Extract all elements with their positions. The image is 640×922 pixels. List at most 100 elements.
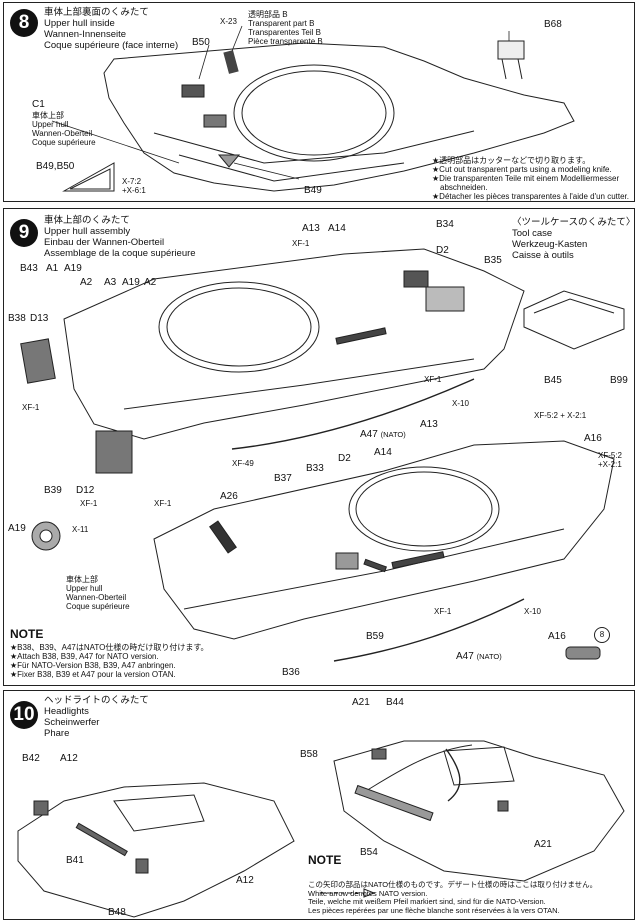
label-c1: C1 xyxy=(32,99,45,110)
step-10-title-fr: Phare xyxy=(44,728,70,739)
paint-x11: X-11 xyxy=(72,525,89,534)
toolcase-de: Werkzeug-Kasten xyxy=(512,239,588,250)
c1-de: Wannen-Oberteil xyxy=(32,129,93,138)
label-b38: B38 xyxy=(8,313,26,324)
a47b-text: A47 xyxy=(456,651,474,662)
label-a47b: A47 (NATO) xyxy=(456,651,502,662)
label-a19: A19 xyxy=(64,263,82,274)
label-d2: D2 xyxy=(436,245,449,256)
step-10-title-jp: ヘッドライトのくみたて xyxy=(44,695,149,706)
step-10-title-en: Headlights xyxy=(44,706,89,717)
label-b36: B36 xyxy=(282,667,300,678)
step-10-note-fr: Les pièces repérées par une flèche blanc… xyxy=(308,905,560,915)
label-b68: B68 xyxy=(544,19,562,30)
step-9-title-en: Upper hull assembly xyxy=(44,226,131,237)
label-b99: B99 xyxy=(610,375,628,386)
upper-hull-label: 車体上部 Upper hull Wannen-Oberteil Coque su… xyxy=(66,575,130,611)
label-a21: A21 xyxy=(352,697,370,708)
label-b42: B42 xyxy=(22,753,40,764)
transparent-part-b: 透明部品 B Transparent part B Transparentes … xyxy=(248,10,323,46)
label-a47: A47 (NATO) xyxy=(360,429,406,440)
label-d2b: D2 xyxy=(338,453,351,464)
step-ref-8-circle: 8 xyxy=(594,627,610,643)
c1-fr: Coque supérieure xyxy=(32,138,96,147)
paint-xf1-f: XF-1 xyxy=(434,607,452,616)
label-d13: D13 xyxy=(30,313,49,324)
toolcase-fr: Caisse à outils xyxy=(512,250,574,261)
label-a19b: A19 xyxy=(122,277,140,288)
step-10-note-de: Teile, welche mit weißem Pfeil markiert … xyxy=(308,897,546,906)
step-8-title-jp: 車体上部裏面のくみたて xyxy=(44,7,149,18)
label-b54: B54 xyxy=(360,847,378,858)
label-a14b: A14 xyxy=(374,447,392,458)
step-8-title-de: Wannen-Innenseite xyxy=(44,29,127,40)
label-a16b: A16 xyxy=(548,631,566,642)
upper-hull-de: Wannen-Oberteil xyxy=(66,593,127,602)
step-8-note-de-2: abschneiden. xyxy=(440,183,488,192)
step-10-note: この矢印の部品はNATO仕様のものです。デザート仕様の時はここは取り付けません。… xyxy=(308,880,598,915)
label-a26: A26 xyxy=(220,491,238,502)
step-10-title-de: Scheinwerfer xyxy=(44,717,100,728)
label-b41: B41 xyxy=(66,855,84,866)
label-a21b: A21 xyxy=(534,839,552,850)
headlights-drawing xyxy=(17,740,625,918)
step-10-note-en: White arrow denotes NATO version. xyxy=(308,888,428,898)
step-9-note-title: NOTE xyxy=(10,627,44,641)
label-b39: B39 xyxy=(44,485,62,496)
transparent-en: Transparent part B xyxy=(248,19,315,28)
label-a13: A13 xyxy=(302,223,320,234)
label-a12b: A12 xyxy=(236,875,254,886)
step-10-note-title: NOTE xyxy=(308,853,342,867)
upper-hull-jp: 車体上部 xyxy=(66,575,98,584)
paint-xf1-c: XF-1 xyxy=(424,375,442,384)
transparent-de: Transparentes Teil B xyxy=(248,28,321,37)
label-a2: A2 xyxy=(80,277,93,288)
step-8-note-jp: ★透明部品はカッターなどで切り取ります。 xyxy=(432,156,591,165)
step-8-note-en: ★Cut out transparent parts using a model… xyxy=(432,165,612,174)
paint-mix-2: +X-6:1 xyxy=(122,186,146,195)
transparent-jp: 透明部品 B xyxy=(248,10,288,19)
toolcase-en: Tool case xyxy=(512,228,553,239)
label-b35: B35 xyxy=(484,255,502,266)
c1-description: 車体上部 Upper hull Wannen-Oberteil Coque su… xyxy=(32,111,96,147)
paint-x10-b: X-10 xyxy=(524,607,541,616)
paint-x10-a: X-10 xyxy=(452,399,469,408)
label-a19c: A19 xyxy=(8,523,26,534)
label-b43: B43 xyxy=(20,263,38,274)
nato-tag-2: (NATO) xyxy=(476,652,502,661)
toolcase-title: 〈ツールケースのくみたて〉 Tool case Werkzeug-Kasten … xyxy=(512,217,634,261)
label-a2b: A2 xyxy=(144,277,157,288)
step-9-panel: 9 車体上部のくみたて Upper hull assembly Einbau d… xyxy=(3,208,635,686)
step-9-note-fr: ★Fixer B38, B39 et A47 pour la version O… xyxy=(10,670,176,679)
step-9-note-jp: ★B38、B39、A47はNATO仕様の時だけ取り付けます。 xyxy=(10,643,209,652)
step-9-note: ★B38、B39、A47はNATO仕様の時だけ取り付けます。 ★Attach B… xyxy=(10,643,209,679)
paint-xf5-b: XF-5:2 +X-2:1 xyxy=(598,451,622,469)
upper-hull-inside-drawing xyxy=(51,25,575,192)
paint-mix-1: X-7:2 xyxy=(122,177,142,186)
label-a16: A16 xyxy=(584,433,602,444)
step-8-title-en: Upper hull inside xyxy=(44,18,115,29)
paint-xf5-x2: XF-5:2 + X-2:1 xyxy=(534,411,587,420)
label-a3: A3 xyxy=(104,277,117,288)
nato-tag: (NATO) xyxy=(380,430,406,439)
label-b44: B44 xyxy=(386,697,404,708)
step-9-title-jp: 車体上部のくみたて xyxy=(44,215,130,226)
label-b49: B49 xyxy=(304,185,322,196)
label-b33: B33 xyxy=(306,463,324,474)
step-8-note-fr: ★Détacher les pièces transparentes à l'a… xyxy=(432,192,630,201)
label-a14: A14 xyxy=(328,223,346,234)
step-10-note-jp: この矢印の部品はNATO仕様のものです。デザート仕様の時はここは取り付けません。 xyxy=(308,880,598,889)
label-b59: B59 xyxy=(366,631,384,642)
step-8-panel: 8 車体上部裏面のくみたて Upper hull inside Wannen-I… xyxy=(3,2,635,202)
step-9-title: 車体上部のくみたて Upper hull assembly Einbau der… xyxy=(44,215,196,259)
label-b37: B37 xyxy=(274,473,292,484)
label-b49-b50: B49,B50 xyxy=(36,161,75,172)
label-b58: B58 xyxy=(300,749,318,760)
label-b45: B45 xyxy=(544,375,562,386)
step-number-8: 8 xyxy=(10,9,38,37)
step-number-9: 9 xyxy=(10,219,38,247)
upper-hull-fr: Coque supérieure xyxy=(66,602,130,611)
step-8-note-de: ★Die transparenten Teile mit einem Model… xyxy=(432,174,620,183)
label-a12: A12 xyxy=(60,753,78,764)
toolcase-jp: 〈ツールケースのくみたて〉 xyxy=(512,217,635,228)
